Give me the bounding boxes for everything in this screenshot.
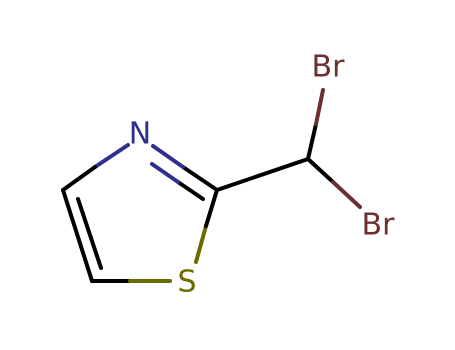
atom-n-label: N — [129, 117, 151, 152]
bond-n-c4-half-n — [93, 143, 130, 169]
bond-c4-c5-inner — [76, 197, 103, 270]
bond-s-c2-half-s — [194, 224, 208, 264]
bond-c2-n-inner-n — [150, 162, 180, 184]
bond-ch-br-right-half-br — [331, 180, 362, 209]
bond-n-c4-half-c — [61, 165, 97, 192]
bond-ch-br-top-half-br — [314, 88, 325, 126]
atom-br-right-label: Br — [362, 208, 396, 243]
bond-s-c2-half-c — [204, 188, 219, 228]
bond-c2-n-inner-c — [176, 180, 205, 201]
bond-c4-c5 — [61, 188, 94, 283]
atom-s-label: S — [177, 265, 196, 300]
atom-br-top-label: Br — [312, 50, 346, 85]
bond-c2-n-half-c — [181, 165, 219, 192]
bond-ch-br-right-half-c — [306, 157, 335, 184]
bond-c2-ch — [215, 157, 310, 192]
bond-ch-br-top-half-c — [306, 122, 318, 161]
bond-c2-n-half-n — [151, 144, 185, 169]
